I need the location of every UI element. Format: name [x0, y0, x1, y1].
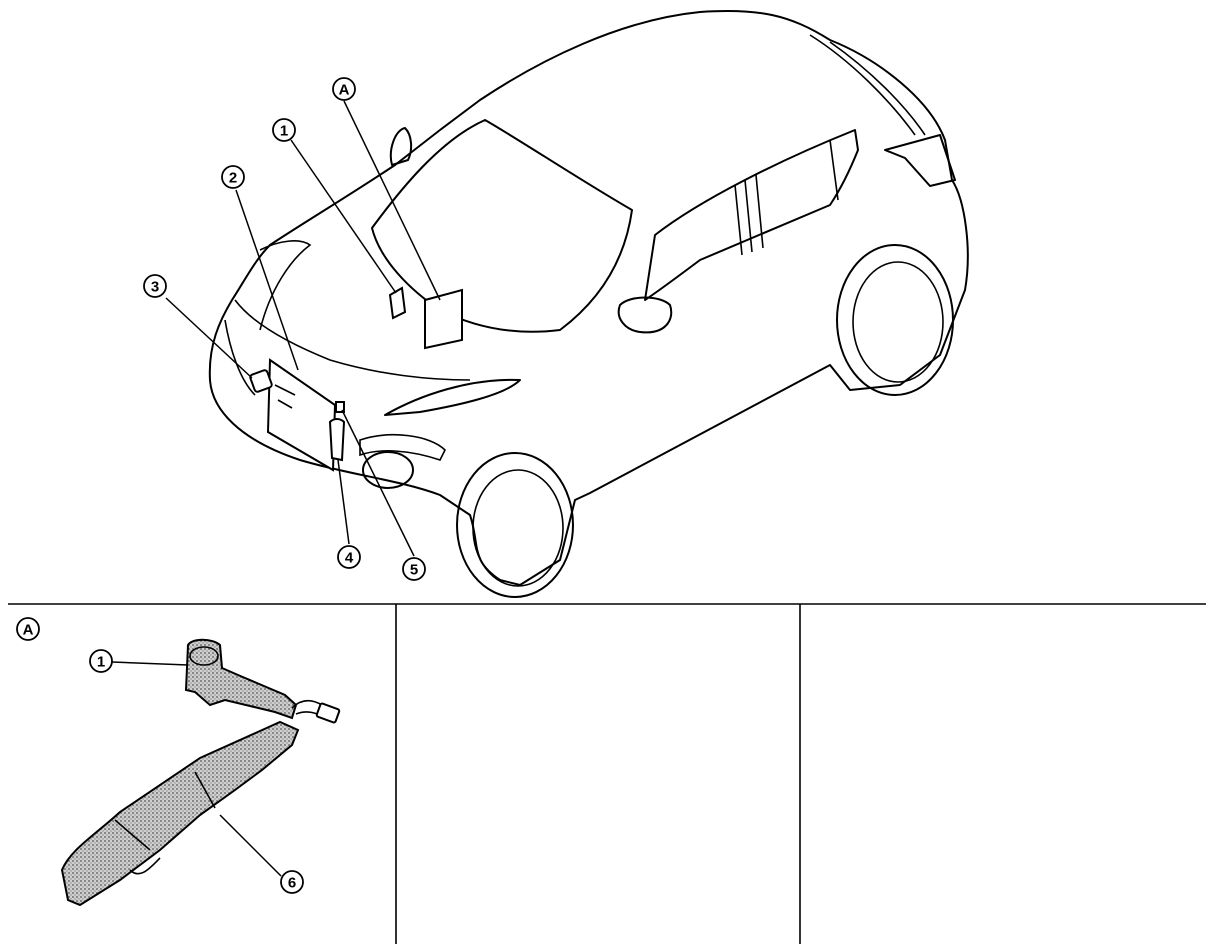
svg-text:A: A: [23, 622, 34, 639]
svg-text:1: 1: [97, 654, 105, 671]
detail-callout-6: 6: [280, 870, 304, 894]
svg-text:5: 5: [410, 562, 418, 579]
callout-1: 1: [272, 118, 296, 142]
detail-callout-A: A: [16, 617, 40, 641]
callout-A: A: [332, 77, 356, 101]
detail-panel-frame: [8, 603, 1206, 944]
callout-5: 5: [402, 557, 426, 581]
callout-3: 3: [143, 274, 167, 298]
callout-2: 2: [221, 165, 245, 189]
detail-callout-1: 1: [89, 649, 113, 673]
detail-view-A: A 1 6: [16, 617, 341, 907]
callout-4: 4: [337, 545, 361, 569]
svg-text:A: A: [339, 82, 350, 99]
svg-text:1: 1: [280, 123, 288, 140]
svg-text:2: 2: [229, 170, 237, 187]
svg-text:3: 3: [151, 279, 159, 296]
leader-lines: [165, 100, 441, 557]
svg-text:6: 6: [288, 875, 296, 892]
svg-text:4: 4: [345, 550, 354, 567]
vehicle-illustration: [208, 9, 969, 598]
